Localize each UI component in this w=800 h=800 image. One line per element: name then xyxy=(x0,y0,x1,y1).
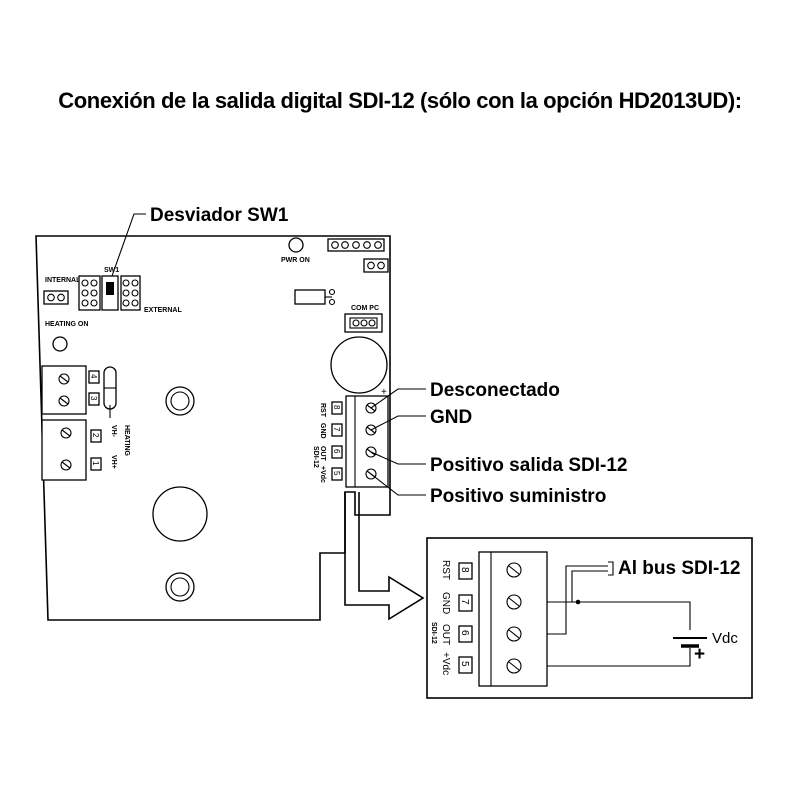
svg-text:7: 7 xyxy=(459,599,470,605)
top-connector xyxy=(327,238,385,252)
top-connector-pins xyxy=(331,241,382,249)
svg-text:SDI-12: SDI-12 xyxy=(312,446,319,468)
callout-terminal-7: GND xyxy=(430,407,472,428)
detail-terminal-screws xyxy=(506,562,522,674)
board-terminal-block xyxy=(345,395,389,488)
svg-text:2: 2 xyxy=(91,433,100,438)
svg-text:5: 5 xyxy=(332,471,341,476)
detail-terminal-number-boxes: 8 7 6 5 xyxy=(458,562,473,674)
svg-text:RST: RST xyxy=(319,403,326,418)
large-capacitor xyxy=(330,336,388,394)
board-terminal-number-boxes: 8 7 6 5 xyxy=(331,401,343,481)
svg-text:6: 6 xyxy=(332,449,341,454)
callout-terminal-8: Desconectado xyxy=(430,380,560,401)
mounting-hole-bottom xyxy=(165,572,195,602)
detail-box xyxy=(426,537,753,699)
capacitor-plus: + xyxy=(381,387,387,398)
vh-plus-label: VH+ xyxy=(110,455,117,469)
sw1-right-header xyxy=(120,275,141,311)
mounting-hole-top xyxy=(165,386,195,416)
terminal-callout-lines xyxy=(370,388,426,496)
pwr-led xyxy=(288,237,304,253)
svg-text:GND: GND xyxy=(440,592,451,614)
detail-arrow xyxy=(344,492,425,621)
internal-label: INTERNAL xyxy=(45,277,81,284)
svg-text:GND: GND xyxy=(319,423,326,439)
vdc-label: Vdc xyxy=(712,630,738,647)
svg-text:+Vdc: +Vdc xyxy=(319,466,326,483)
sw1-switch-lever xyxy=(106,282,114,295)
board-terminal-labels: RST GND OUT +Vdc SDI-12 xyxy=(312,403,326,483)
callout-terminal-6: Positivo salida SDI-12 xyxy=(430,455,627,476)
svg-text:OUT: OUT xyxy=(319,446,326,462)
heating-led xyxy=(52,336,68,352)
sw1-left-header xyxy=(78,275,101,311)
bus-bracket xyxy=(608,561,614,576)
external-label: EXTERNAL xyxy=(144,307,182,314)
heating-on-label: HEATING ON xyxy=(45,321,88,328)
left-terminal-block-top xyxy=(41,365,87,415)
pwr-on-label: PWR ON xyxy=(281,257,310,264)
sw1-label: SW1 xyxy=(104,267,119,274)
svg-text:OUT: OUT xyxy=(440,624,451,645)
vh-minus-label: VH- xyxy=(110,425,117,438)
mounting-hole-center xyxy=(152,486,208,542)
svg-text:3: 3 xyxy=(89,396,98,401)
heating-label: HEATING xyxy=(123,425,130,457)
left-number-boxes: 4 3 2 1 xyxy=(88,370,102,471)
svg-text:8: 8 xyxy=(459,567,470,573)
ground-junction xyxy=(575,599,581,605)
svg-text:7: 7 xyxy=(332,427,341,432)
bus-label: Al bus SDI-12 xyxy=(618,558,740,579)
svg-text:5: 5 xyxy=(459,661,470,667)
svg-text:6: 6 xyxy=(459,630,470,636)
detail-wiring xyxy=(547,565,691,667)
battery-plus: + xyxy=(694,644,705,665)
svg-text:1: 1 xyxy=(91,461,100,466)
switch-callout-line xyxy=(111,213,146,277)
svg-text:4: 4 xyxy=(89,374,98,379)
detail-terminal-block xyxy=(478,551,548,687)
page-title: Conexión de la salida digital SDI-12 (só… xyxy=(58,88,742,113)
svg-text:8: 8 xyxy=(332,405,341,410)
com-pc-label: COM PC xyxy=(351,305,379,312)
detail-terminal-labels: RST GND OUT +Vdc SDI-12 xyxy=(430,560,451,675)
callout-terminal-5: Positivo suministro xyxy=(430,486,606,507)
svg-text:+Vdc: +Vdc xyxy=(440,652,451,675)
svg-text:RST: RST xyxy=(440,560,451,580)
small-component xyxy=(294,289,326,305)
svg-text:SDI-12: SDI-12 xyxy=(430,622,437,644)
switch-callout-label: Desviador SW1 xyxy=(150,205,289,226)
